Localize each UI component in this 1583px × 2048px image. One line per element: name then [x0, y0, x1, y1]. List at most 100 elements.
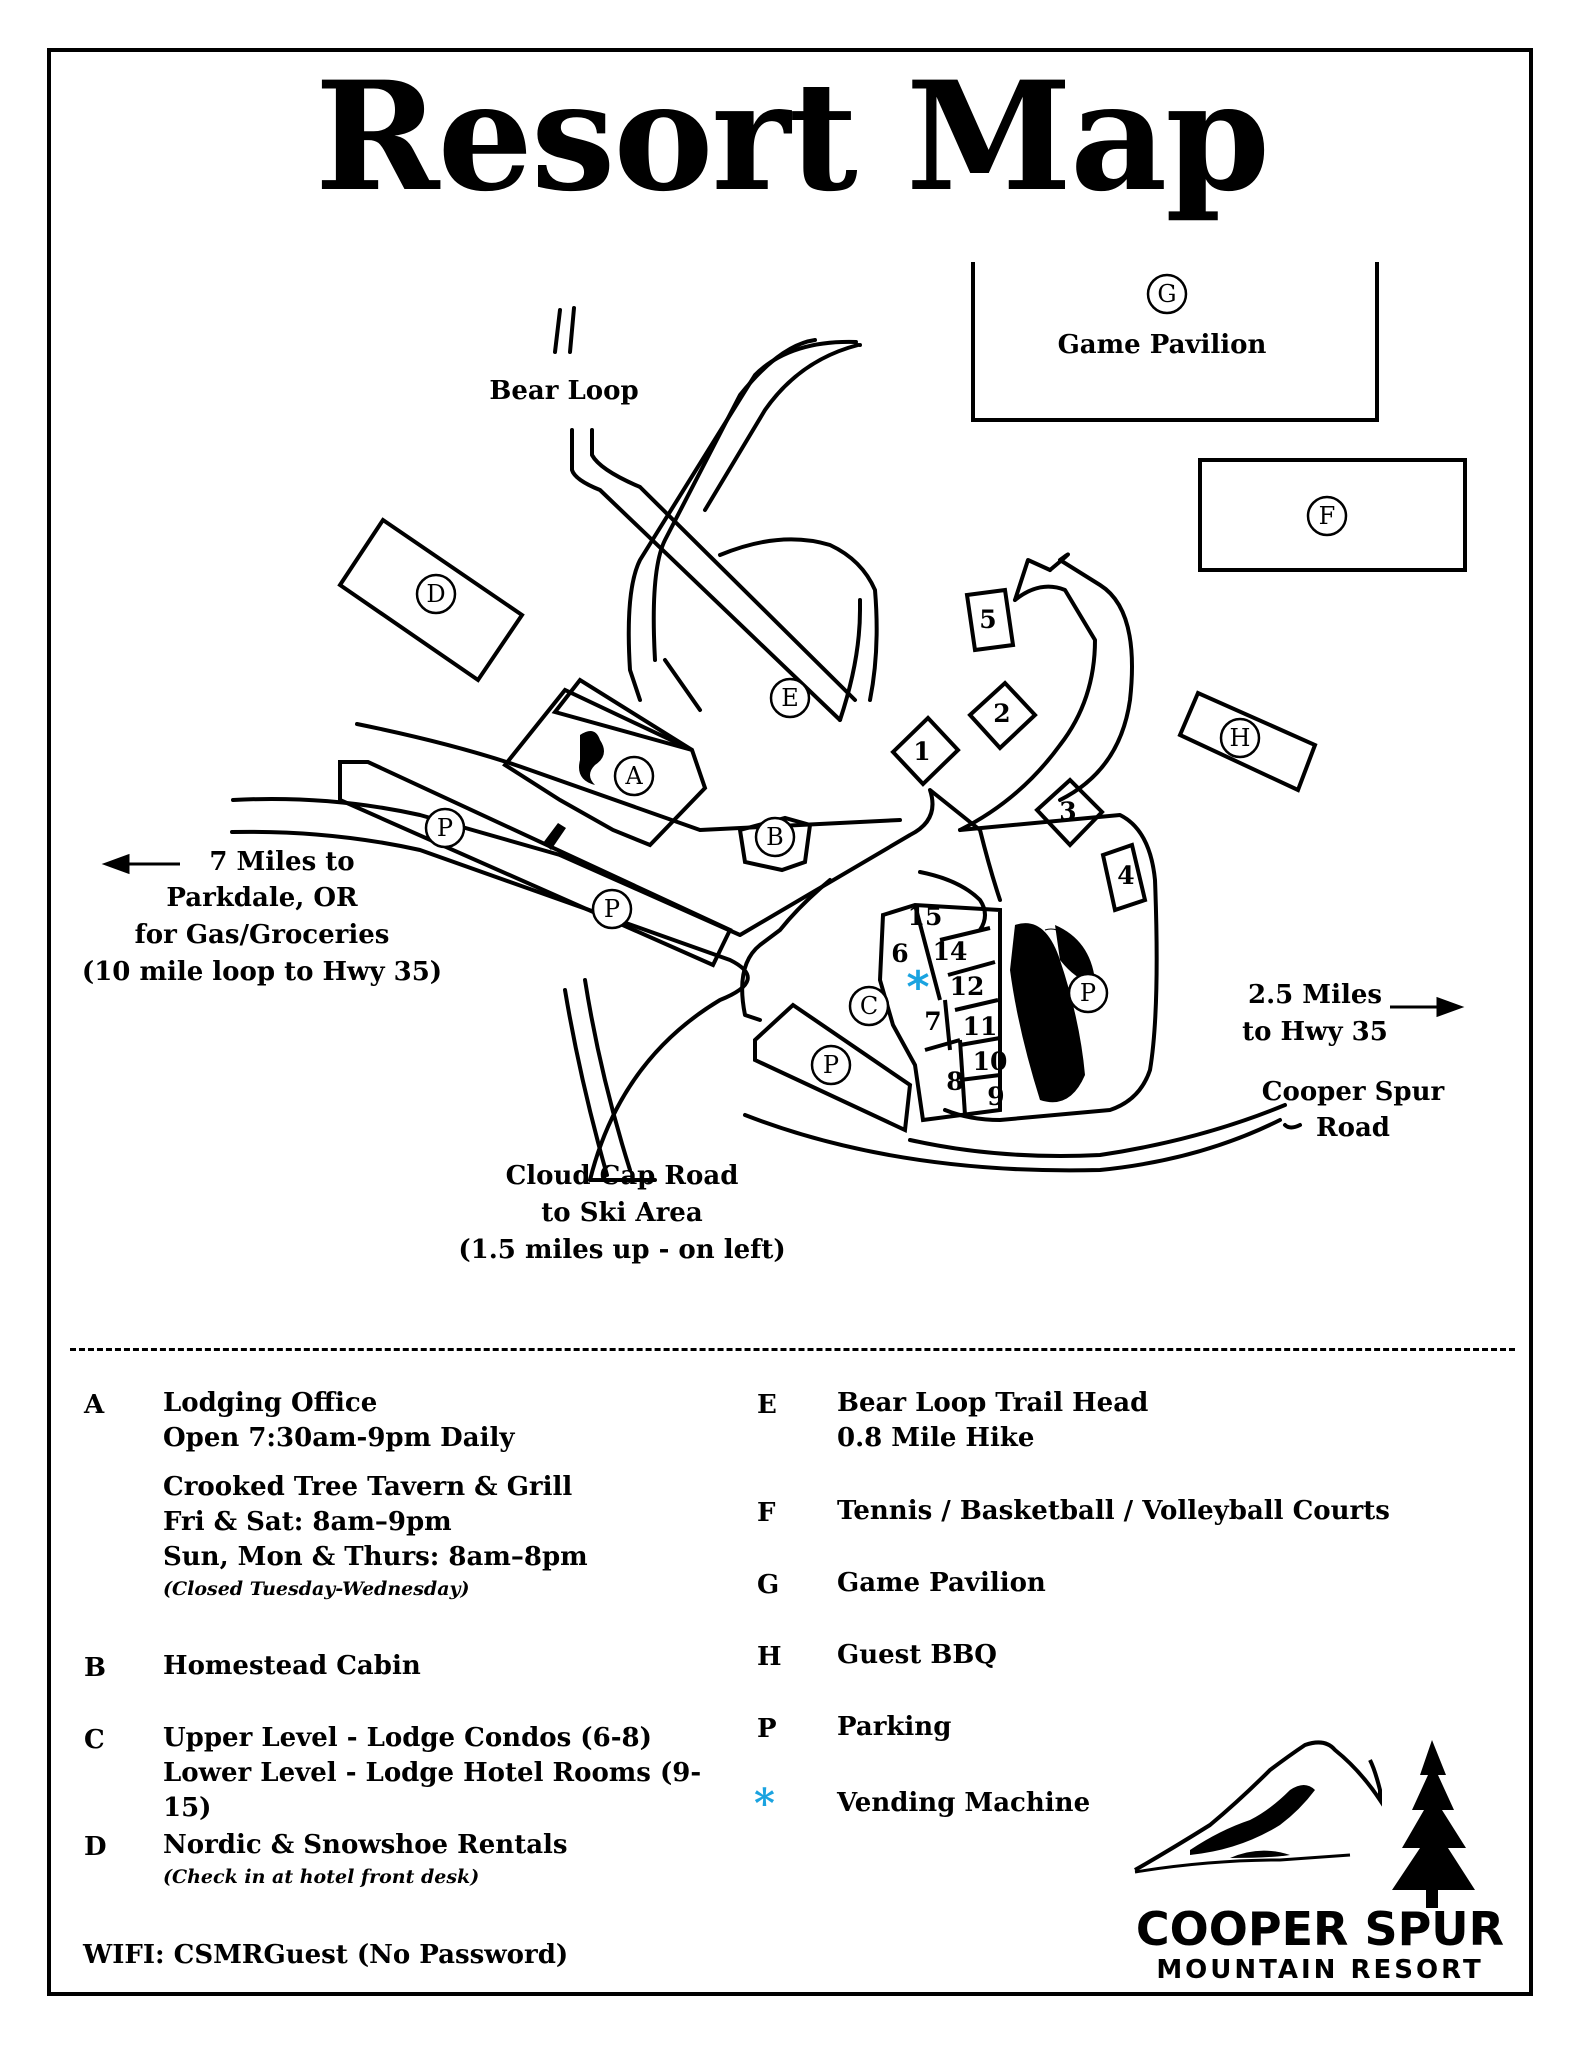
unit-label: 6: [891, 939, 908, 968]
pond-shape: [1010, 923, 1085, 1103]
legend-g-line1: Game Pavilion: [837, 1568, 1046, 1598]
unit-3-building: [1034, 777, 1105, 848]
pine-tree-icon: [1392, 1740, 1475, 1890]
unit-label: 12: [950, 972, 985, 1001]
label-hwy-2: to Hwy 35: [1242, 1017, 1388, 1047]
marker-g: G: [1157, 280, 1176, 308]
parking-lot-lower: [753, 1002, 913, 1133]
label-game-pavilion: Game Pavilion: [1058, 330, 1267, 360]
legend-entry-c: Upper Level - Lodge Condos (6-8) Lower L…: [163, 1721, 743, 1826]
label-cooper-2: Road: [1316, 1113, 1390, 1143]
trail-road: [703, 343, 860, 512]
legend-a-note: (Closed Tuesday-Wednesday): [163, 1578, 470, 1600]
legend-h-line1: Guest BBQ: [837, 1640, 997, 1670]
cloud-cap-road: [563, 988, 609, 1177]
legend-p-line1: Parking: [837, 1712, 952, 1742]
lodge-building: [502, 687, 708, 848]
legend-a-line4: Fri & Sat: 8am–9pm: [163, 1507, 452, 1537]
marker-p-circle: [1067, 972, 1109, 1014]
marker-a-circle: [613, 755, 655, 797]
legend-c-line2: Lower Level - Lodge Hotel Rooms (9-15): [163, 1758, 702, 1823]
label-bear-loop: Bear Loop: [489, 376, 638, 406]
label-parkdale-3: for Gas/Groceries: [135, 920, 390, 950]
courts-building: [1198, 458, 1467, 572]
legend-entry-p: Parking: [837, 1710, 951, 1745]
unit-label: 11: [963, 1012, 998, 1041]
legend-vending-line1: Vending Machine: [837, 1788, 1091, 1818]
legend-c-line1: Upper Level - Lodge Condos (6-8): [163, 1723, 652, 1753]
label-hwy-1: 2.5 Miles: [1248, 980, 1382, 1010]
label-cloud-1: Cloud Cap Road: [506, 1161, 739, 1191]
label-cooper-1: Cooper Spur: [1262, 1077, 1445, 1107]
resort-map: G F D E H A B P P C P P 1 2 3 4 5 6 7 8 …: [82, 262, 1467, 1265]
legend-a-line5: Sun, Mon & Thurs: 8am–8pm: [163, 1542, 588, 1572]
marker-e-circle: [769, 677, 811, 719]
game-pavilion-building: [971, 262, 1379, 422]
stairs-shape: [543, 823, 566, 850]
legend-a-line2: Open 7:30am-9pm Daily: [163, 1423, 515, 1453]
unit-label: 4: [1117, 861, 1134, 890]
legend-e-line1: Bear Loop Trail Head: [837, 1388, 1149, 1418]
cooper-spur-road: [908, 1103, 1287, 1158]
marker-p: P: [437, 814, 453, 842]
marker-d: D: [426, 580, 445, 608]
legend-entry-f: Tennis / Basketball / Volleyball Courts: [837, 1494, 1390, 1529]
unit-2-building: [967, 680, 1038, 751]
marker-h: H: [1230, 724, 1251, 752]
tree-icon: [579, 731, 604, 785]
main-road: [355, 722, 902, 832]
bbq-building: [1177, 690, 1318, 793]
label-cloud-3: (1.5 miles up - on left): [458, 1235, 785, 1265]
trail-road: [626, 339, 858, 702]
legend-entry-b: Homestead Cabin: [163, 1649, 421, 1684]
unit-label: 9: [987, 1082, 1004, 1111]
marker-c-circle: [848, 985, 890, 1027]
marker-b-circle: [754, 816, 796, 858]
legend-key-c: C: [84, 1725, 105, 1755]
marker-f-circle: [1306, 495, 1348, 537]
legend-a-line1: Lodging Office: [163, 1388, 378, 1418]
page-title: Resort Map: [314, 49, 1270, 225]
marker-h-circle: [1219, 717, 1261, 759]
legend-key-p: P: [757, 1714, 777, 1744]
legend-entry-d: Nordic & Snowshoe Rentals (Check in at h…: [163, 1828, 568, 1891]
lodge-building: [551, 677, 694, 752]
marker-p-circle: [591, 888, 633, 930]
map-frame: [47, 48, 1533, 1996]
legend-key-g: G: [757, 1570, 780, 1600]
cabin-road: [958, 584, 1097, 832]
label-parkdale-1: 7 Miles to: [209, 847, 354, 877]
marker-p: P: [604, 895, 620, 923]
legend-entry-g: Game Pavilion: [837, 1566, 1046, 1601]
main-road: [230, 829, 750, 1182]
logo-line1: COOPER SPUR: [1136, 1902, 1504, 1956]
marker-a: A: [624, 762, 643, 790]
legend-entry-e: Bear Loop Trail Head 0.8 Mile Hike: [837, 1386, 1148, 1456]
marker-b: B: [766, 823, 784, 851]
unit-5-building: [964, 587, 1016, 653]
marker-f: F: [1319, 502, 1336, 530]
marker-p-circle: [424, 807, 466, 849]
marker-p-circle: [810, 1044, 852, 1086]
unit-label: 7: [924, 1007, 941, 1036]
legend-b-line1: Homestead Cabin: [163, 1651, 421, 1681]
trail-road: [651, 338, 817, 662]
label-cloud-2: to Ski Area: [541, 1198, 703, 1228]
label-parkdale-4: (10 mile loop to Hwy 35): [82, 957, 442, 987]
main-road: [231, 797, 562, 857]
legend-d-note: (Check in at hotel front desk): [163, 1866, 480, 1888]
unit-label: 8: [946, 1067, 963, 1096]
legend-d-line1: Nordic & Snowshoe Rentals: [163, 1830, 568, 1860]
mountain-icon: [1134, 1740, 1382, 1872]
legend-entry-h: Guest BBQ: [837, 1638, 997, 1673]
homestead-cabin-building: [737, 815, 813, 873]
wifi-info: WIFI: CSMRGuest (No Password): [83, 1940, 569, 1970]
legend-key-h: H: [757, 1642, 782, 1672]
legend-entry-vending: Vending Machine: [837, 1786, 1090, 1821]
marker-d-circle: [415, 573, 457, 615]
legend-key-a: A: [84, 1390, 105, 1420]
bear-loop-road: [570, 428, 842, 722]
cloud-cap-road: [583, 978, 632, 1172]
unit-1-building: [890, 715, 961, 787]
unit-label: 15: [908, 902, 943, 931]
